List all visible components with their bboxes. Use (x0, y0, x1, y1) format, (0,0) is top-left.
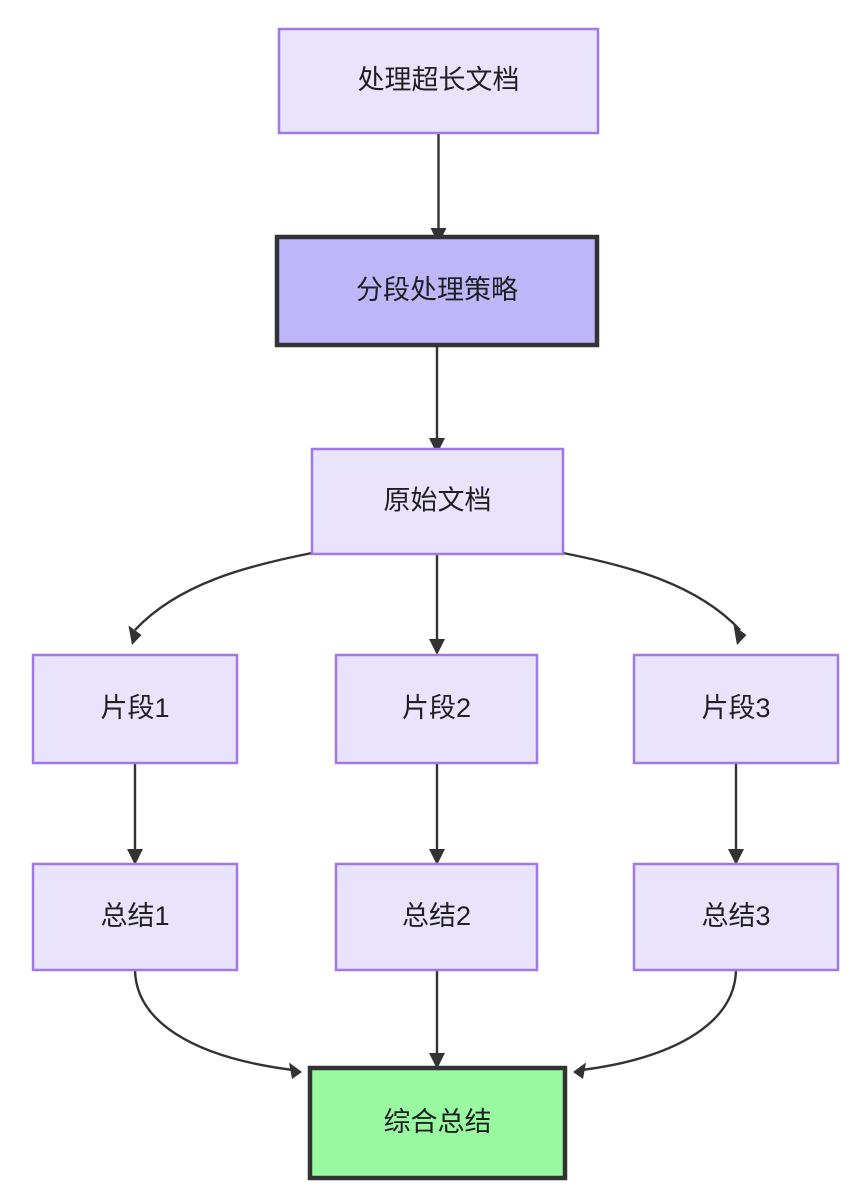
arrowhead-icon (429, 438, 445, 454)
edge-line (134, 551, 313, 631)
node-label: 总结3 (701, 901, 770, 931)
edge-fragment-3-to-summary-3 (728, 763, 744, 865)
arrowhead-icon (429, 849, 445, 865)
node-fragment-3[interactable]: 片段3 (632, 653, 840, 765)
node-summary-3[interactable]: 总结3 (632, 862, 840, 972)
edge-fragment-1-to-summary-1 (127, 763, 143, 865)
node-source-doc[interactable]: 原始文档 (310, 447, 565, 556)
node-box[interactable] (310, 447, 565, 556)
node-label: 综合总结 (384, 1107, 492, 1137)
node-final-summary[interactable]: 综合总结 (307, 1065, 568, 1181)
edge-chunk-strategy-to-source-doc (429, 345, 445, 454)
node-doc-long[interactable]: 处理超长文档 (277, 27, 600, 135)
arrowhead-icon (127, 849, 143, 865)
edge-line (581, 969, 738, 1072)
node-label: 原始文档 (384, 486, 492, 516)
node-label: 分段处理策略 (356, 275, 518, 305)
node-box[interactable] (274, 234, 600, 348)
node-box[interactable] (307, 1065, 568, 1181)
arrowhead-icon (128, 625, 142, 645)
node-box[interactable] (632, 862, 840, 972)
edge-summary-2-to-final-summary (429, 970, 445, 1069)
arrowhead-icon (429, 639, 445, 655)
node-summary-1[interactable]: 总结1 (31, 862, 239, 972)
node-box[interactable] (31, 862, 239, 972)
node-box[interactable] (334, 862, 539, 972)
edge-line (133, 969, 294, 1072)
node-label: 片段2 (402, 693, 471, 723)
arrowhead-icon (429, 1053, 445, 1069)
edges-layer (127, 133, 747, 1079)
node-label: 片段1 (100, 693, 169, 723)
arrowhead-icon (289, 1062, 302, 1079)
edge-summary-3-to-final-summary (573, 969, 738, 1079)
node-label: 总结2 (402, 901, 471, 931)
edge-doc-long-to-chunk-strategy (430, 133, 447, 244)
edge-summary-1-to-final-summary (133, 969, 302, 1079)
node-summary-2[interactable]: 总结2 (334, 862, 539, 972)
edge-source-doc-to-fragment-2 (429, 554, 445, 655)
node-box[interactable] (31, 653, 239, 765)
arrowhead-icon (573, 1062, 586, 1079)
edge-source-doc-to-fragment-3 (562, 551, 747, 645)
node-box[interactable] (334, 653, 539, 765)
node-label: 总结1 (100, 901, 169, 931)
node-box[interactable] (632, 653, 840, 765)
edge-source-doc-to-fragment-1 (128, 551, 313, 645)
node-chunk-strategy[interactable]: 分段处理策略 (274, 234, 600, 348)
node-fragment-2[interactable]: 片段2 (334, 653, 539, 765)
arrowhead-icon (728, 849, 744, 865)
node-label: 片段3 (701, 693, 770, 723)
arrowhead-icon (733, 625, 747, 645)
node-box[interactable] (277, 27, 600, 135)
edge-fragment-2-to-summary-2 (429, 763, 445, 865)
node-fragment-1[interactable]: 片段1 (31, 653, 239, 765)
edge-line (562, 551, 741, 631)
node-label: 处理超长文档 (358, 65, 520, 95)
